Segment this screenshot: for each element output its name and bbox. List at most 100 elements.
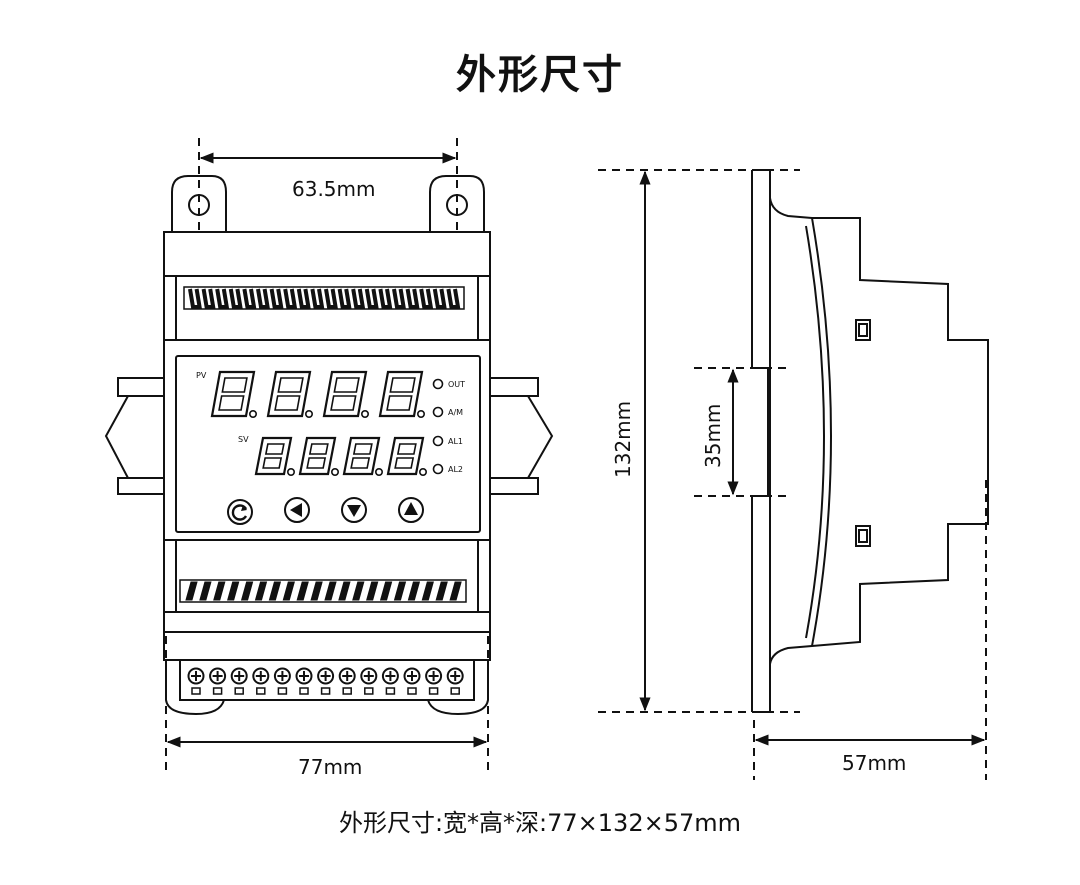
vent-slot [446, 288, 461, 309]
vent-slot [228, 288, 243, 309]
up-button[interactable] [398, 497, 424, 523]
decimal-point-icon [286, 467, 295, 476]
dimension-width [165, 636, 489, 772]
led-out-icon [432, 378, 444, 390]
seven-segment-digit [322, 370, 369, 418]
dimension-depth [753, 480, 987, 780]
vent-slot [188, 288, 202, 309]
vent-slot [364, 288, 379, 309]
indicator-label-am: A/M [448, 408, 463, 417]
vent-slot [407, 581, 421, 601]
seven-segment-digit [386, 436, 427, 476]
vent-slot [227, 581, 240, 601]
terminal-slot [364, 687, 374, 695]
vent-slot [282, 581, 295, 601]
vent-slot [352, 581, 365, 601]
terminal-screw-icon [295, 667, 313, 685]
decimal-point-icon [330, 467, 339, 476]
dimension-height [598, 169, 800, 713]
vent-slot [242, 288, 257, 309]
terminal-slot [234, 687, 244, 695]
mount-spacing-label: 63.5mm [292, 177, 376, 201]
triangle-down-icon [347, 505, 361, 517]
vent-slot [366, 581, 379, 601]
vent-slot [310, 288, 325, 309]
indicator-label-al1: AL1 [448, 437, 463, 446]
clip-slot-bottom [855, 525, 871, 547]
vent-slot [432, 288, 447, 309]
terminal-slot [320, 687, 331, 695]
vent-slot [378, 288, 393, 309]
led-al2-icon [432, 463, 444, 475]
terminal-slot [212, 687, 223, 695]
terminal-screw-icon [187, 667, 205, 685]
vent-slot [256, 288, 270, 309]
terminal-screw-icon [209, 667, 227, 685]
terminal-slot [385, 687, 396, 695]
cycle-button[interactable] [227, 499, 253, 525]
front-bezel-curve [811, 217, 832, 647]
front-view [104, 175, 554, 716]
vent-frame [179, 579, 467, 603]
dimension-rail [694, 367, 790, 497]
vent-slot [269, 288, 284, 309]
display-panel [175, 355, 481, 533]
vent-slot [338, 581, 351, 601]
vent-slot [199, 581, 212, 601]
down-button[interactable] [341, 497, 367, 523]
vent-slot [296, 288, 311, 309]
side-view [751, 169, 989, 713]
seven-segment-digit [266, 370, 313, 418]
terminal-screw-icon [273, 667, 291, 685]
terminal-slot [191, 687, 201, 695]
vent-slot [419, 288, 434, 309]
foot-right [427, 660, 489, 716]
terminal-slot [256, 687, 266, 695]
vent-slot [310, 581, 323, 601]
terminal-slot [450, 687, 460, 695]
seven-segment-digit [298, 436, 339, 476]
vent-slot [201, 288, 216, 309]
terminal-screw-icon [230, 667, 248, 685]
vent-slot [379, 581, 393, 601]
vent-slot [296, 581, 309, 601]
terminal-slot [277, 687, 288, 695]
triangle-up-icon [404, 502, 418, 515]
vent-slot [283, 288, 298, 309]
vent-slot [268, 581, 282, 601]
rail-label: 35mm [701, 404, 725, 468]
terminal-slot [299, 687, 309, 695]
terminal-screw-icon [446, 667, 464, 685]
seven-segment-digit [210, 370, 258, 418]
rotate-icon [231, 504, 248, 521]
pv-label: PV [196, 371, 207, 380]
seven-segment-digit [342, 436, 383, 476]
vent-slot [254, 581, 268, 601]
terminal-screw-icon [403, 667, 421, 685]
dimensions-caption: 外形尺寸:宽*高*深:77×132×57mm [338, 809, 742, 837]
led-al1-icon [432, 435, 444, 447]
vent-slot [324, 581, 337, 601]
led-am-icon [432, 406, 444, 418]
indicator-label-al2: AL2 [448, 465, 463, 474]
terminal-slot [342, 687, 352, 695]
seven-segment-digit [254, 436, 295, 476]
height-label: 132mm [611, 401, 635, 478]
seven-segment-digit [378, 370, 425, 418]
vent-slots-bottom [179, 579, 467, 603]
vent-slot [240, 581, 254, 601]
housing-body [163, 231, 491, 661]
foot-left [165, 660, 225, 716]
vent-slot [215, 288, 230, 309]
left-button[interactable] [284, 497, 310, 523]
dimension-mount-spacing [198, 138, 458, 232]
vent-slot [351, 288, 366, 309]
decimal-point-icon [360, 409, 369, 418]
terminal-screw-icon [317, 667, 335, 685]
vent-slot [421, 581, 434, 601]
depth-label: 57mm [842, 751, 906, 775]
decimal-point-icon [249, 409, 258, 418]
width-label: 77mm [298, 755, 362, 779]
